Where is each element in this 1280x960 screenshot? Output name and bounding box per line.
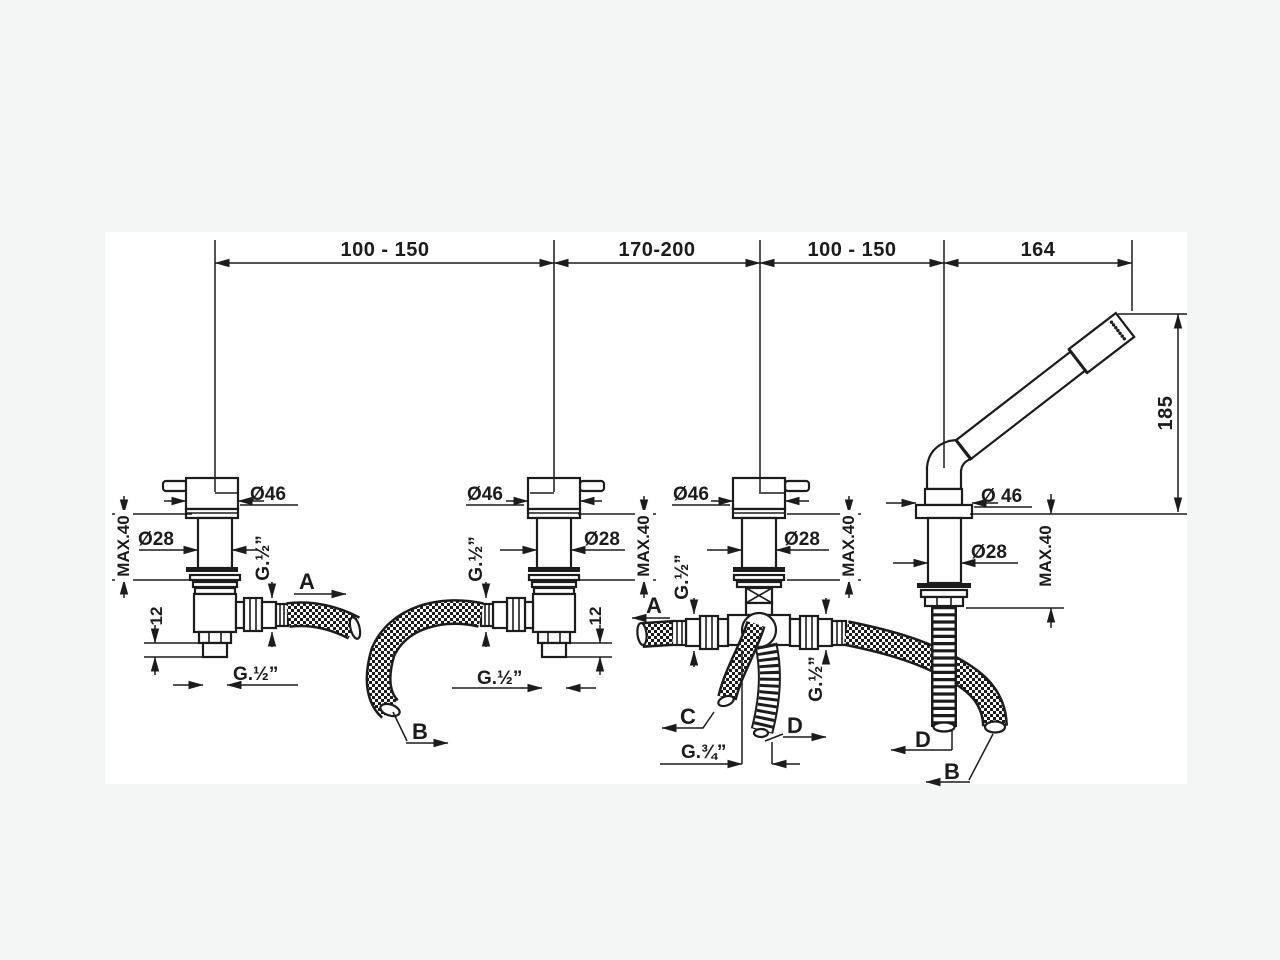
dim-u2-g12-bottom: G.½” (477, 668, 522, 689)
dim-u3-g34-bottom: G.¾” (681, 742, 726, 763)
label-u1-dir-a: A (299, 569, 315, 594)
corrugated-hose-d (750, 642, 781, 739)
dim-u3-dia46: Ø46 (673, 484, 709, 505)
hose-end (932, 721, 956, 733)
diverter-lever (783, 479, 811, 493)
dim-top-2: 170-200 (619, 239, 696, 261)
holder-escutcheon (914, 503, 974, 520)
dim-u1-dia28: Ø28 (138, 529, 174, 550)
dim-u1-dia46: Ø46 (250, 484, 286, 505)
unit-left-valve (161, 476, 362, 659)
drawing-canvas (105, 232, 1187, 784)
dim-u2-dia28: Ø28 (584, 529, 620, 550)
unit-right-valve (365, 476, 606, 719)
valve-shank (196, 516, 234, 570)
valve-body (531, 592, 577, 634)
spray-face-dots (1109, 320, 1127, 341)
dim-height-185: 185 (1155, 396, 1177, 431)
label-u3-dir-d: D (787, 713, 803, 738)
valve-body (192, 592, 238, 634)
port-right (788, 617, 802, 648)
dim-top-1: 100 - 150 (340, 239, 429, 261)
unit-diverter (636, 476, 1008, 739)
hose-collar (816, 617, 834, 648)
deck-bar (528, 567, 580, 572)
holder-shank (926, 516, 963, 585)
label-u3-dir-a: A (646, 593, 662, 618)
tail-pipe (201, 641, 229, 659)
washer (191, 580, 239, 589)
hose-cut-end (636, 621, 648, 647)
washer (188, 573, 242, 582)
dimension-layer: 100 - 150 170-200 100 - 150 164 185 Ø46 … (112, 239, 1187, 787)
hose-end (752, 727, 770, 739)
braided-hose-stub-left (636, 620, 673, 648)
deck-bar (186, 567, 238, 572)
braided-hose-a (286, 601, 362, 640)
hose-crimp (670, 619, 688, 647)
hose-crimp (479, 602, 495, 628)
hose-cut-end (348, 616, 362, 640)
dim-u1-max40: MAX.40 (114, 515, 133, 576)
hose-cut-end (717, 694, 735, 708)
hose-nut (798, 614, 820, 651)
tail-pipe (540, 641, 568, 659)
diverter-shank (740, 516, 778, 570)
hose-nut (242, 596, 264, 633)
dim-u3-g12-right: G.½” (806, 656, 827, 701)
washer (530, 580, 578, 589)
corrugated-hose-d2 (931, 606, 957, 733)
washer (732, 573, 786, 582)
dim-u2-dia46: Ø46 (467, 484, 503, 505)
washer (735, 580, 783, 589)
hose-collar (684, 617, 702, 648)
deck-bar (917, 583, 971, 588)
hose-nut (698, 614, 720, 651)
side-port (234, 600, 246, 630)
dim-u2-g12-side: G.½” (466, 536, 487, 581)
dim-u2-max40: MAX.40 (634, 515, 653, 576)
deck-bar (733, 567, 785, 572)
side-port (523, 600, 535, 630)
valve-lever-left (161, 479, 189, 493)
tail-hex (197, 630, 233, 645)
washer (527, 573, 581, 582)
label-u3-dir-c: C (680, 704, 696, 729)
dim-u3-max40: MAX.40 (839, 515, 858, 576)
dim-u1-g12-bottom: G.½” (233, 664, 278, 685)
dim-top-4: 164 (1021, 239, 1056, 261)
label-u4-dir-b: B (944, 759, 960, 784)
diverter-x-box (744, 586, 774, 605)
hose-cut-end (379, 702, 401, 718)
dim-u4-max40: MAX.40 (1036, 525, 1055, 586)
dim-u2-12: 12 (586, 607, 605, 626)
dim-u4-dia28: Ø28 (971, 542, 1007, 563)
valve-shank (535, 516, 573, 570)
hose-cut-end (983, 720, 1007, 734)
port-left (716, 617, 730, 648)
valve-lever-right (578, 479, 606, 493)
hose-collar (260, 600, 278, 630)
unit-handshower (914, 311, 1136, 733)
tail-hex (536, 630, 572, 645)
hose-nut (505, 596, 527, 633)
dim-top-3: 100 - 150 (807, 239, 896, 261)
dim-u1-12: 12 (147, 607, 166, 626)
dim-u3-dia28: Ø28 (784, 529, 820, 550)
braided-hose-b (365, 599, 484, 719)
holder-cylinder (923, 487, 964, 507)
dim-u1-g12-side: G.½” (253, 535, 274, 580)
hose-collar (491, 600, 509, 630)
braided-hose-c (717, 620, 766, 708)
hose-crimp (830, 619, 848, 647)
label-u4-dir-d: D (915, 727, 931, 752)
dim-u4-dia46: Ø 46 (981, 486, 1022, 507)
dim-u3-g12-left: G.½” (672, 554, 693, 599)
hose-crimp (274, 602, 290, 628)
lock-nut (923, 595, 965, 608)
label-u2-dir-b: B (412, 719, 428, 744)
